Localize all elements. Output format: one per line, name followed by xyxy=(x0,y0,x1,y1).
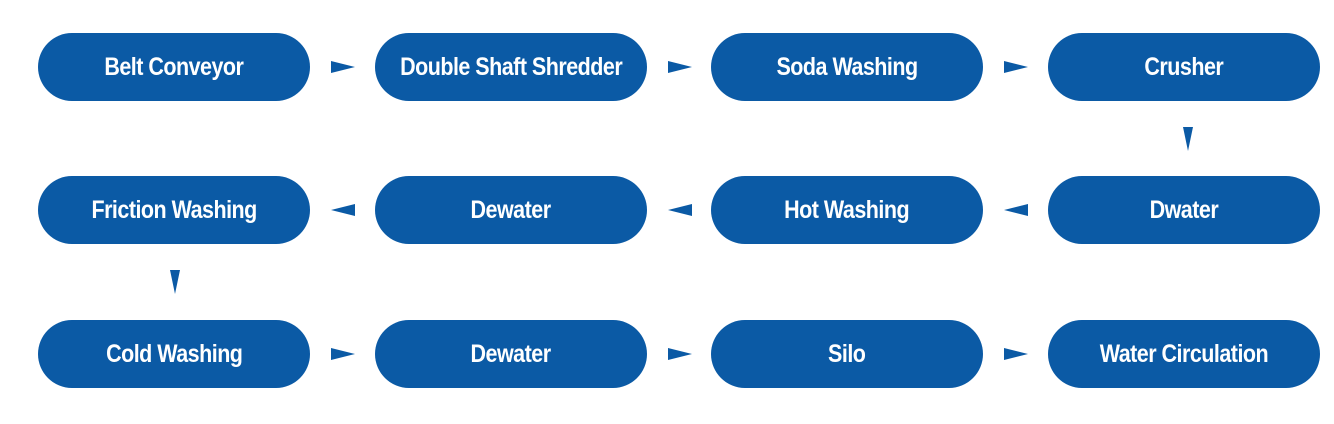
step-label: Crusher xyxy=(1144,52,1224,81)
step-label: Cold Washing xyxy=(105,339,243,368)
step-dwater: Dwater xyxy=(1048,176,1320,244)
step-label: Soda Washing xyxy=(776,52,918,81)
step-double-shaft-shredder: Double Shaft Shredder xyxy=(375,33,647,101)
step-crusher: Crusher xyxy=(1048,33,1320,101)
step-label: Water Circulation xyxy=(1099,339,1269,368)
arrow-left-icon xyxy=(668,204,692,216)
step-label: Belt Conveyor xyxy=(104,52,244,81)
arrow-down-icon xyxy=(170,270,180,294)
step-hot-washing: Hot Washing xyxy=(711,176,983,244)
arrow-right-icon xyxy=(1004,348,1028,360)
arrow-right-icon xyxy=(331,348,355,360)
step-label: Double Shaft Shredder xyxy=(399,52,623,81)
step-friction-washing: Friction Washing xyxy=(38,176,310,244)
step-belt-conveyor: Belt Conveyor xyxy=(38,33,310,101)
arrow-right-icon xyxy=(668,348,692,360)
arrow-left-icon xyxy=(331,204,355,216)
step-soda-washing: Soda Washing xyxy=(711,33,983,101)
step-label: Silo xyxy=(828,339,866,368)
step-cold-washing: Cold Washing xyxy=(38,320,310,388)
step-label: Friction Washing xyxy=(91,195,257,224)
step-dewater: Dewater xyxy=(375,320,647,388)
step-silo: Silo xyxy=(711,320,983,388)
arrow-left-icon xyxy=(1004,204,1028,216)
arrow-right-icon xyxy=(1004,61,1028,73)
step-label: Hot Washing xyxy=(784,195,910,224)
arrow-right-icon xyxy=(331,61,355,73)
step-label: Dewater xyxy=(470,195,552,224)
step-label: Dwater xyxy=(1149,195,1219,224)
step-dewater: Dewater xyxy=(375,176,647,244)
step-water-circulation: Water Circulation xyxy=(1048,320,1320,388)
arrow-right-icon xyxy=(668,61,692,73)
arrow-down-icon xyxy=(1183,127,1193,151)
step-label: Dewater xyxy=(470,339,552,368)
